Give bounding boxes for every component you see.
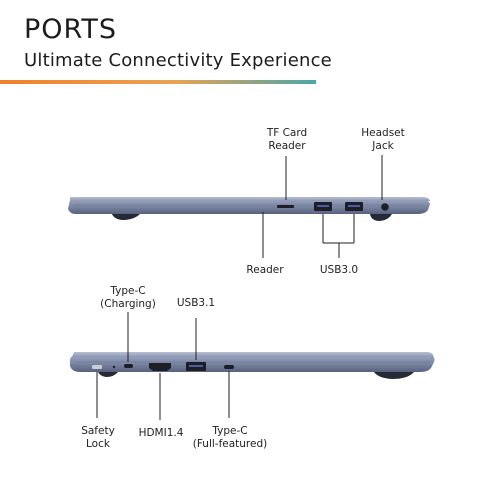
label-usb31: USB3.1: [176, 297, 216, 309]
usb30-port-1: [314, 202, 332, 211]
label-safety-lock: Safety Lock: [81, 425, 115, 450]
label-headset-jack: Headset Jack: [361, 127, 405, 152]
label-hdmi: HDMI1.4: [138, 427, 184, 439]
usb30-port-2: [345, 202, 363, 211]
label-type-c-charging: Type-C (Charging): [100, 285, 156, 310]
type-c-full-port: [224, 365, 234, 369]
safety-lock-slot: [92, 365, 102, 369]
hdmi-port: [149, 363, 171, 371]
leader-lines-bottom: [96, 312, 230, 420]
charging-indicator: [112, 365, 116, 369]
headset-jack-port: [381, 203, 389, 211]
tf-card-slot: [277, 205, 294, 208]
usb31-port: [186, 362, 206, 371]
label-tf-card-reader: TF Card Reader: [266, 127, 308, 152]
leader-lines-top: [262, 155, 383, 258]
type-c-charging-port: [124, 364, 133, 368]
accent-bar: [0, 80, 316, 84]
label-usb30: USB3.0: [319, 264, 359, 276]
laptop-bottom-side: [70, 352, 435, 379]
label-reader: Reader: [246, 264, 284, 276]
label-type-c-full: Type-C (Full-featured): [192, 425, 268, 450]
page-subtitle: Ultimate Connectivity Experience: [24, 50, 332, 71]
page-title: PORTS: [24, 14, 117, 45]
laptop-top-side: [68, 197, 430, 221]
